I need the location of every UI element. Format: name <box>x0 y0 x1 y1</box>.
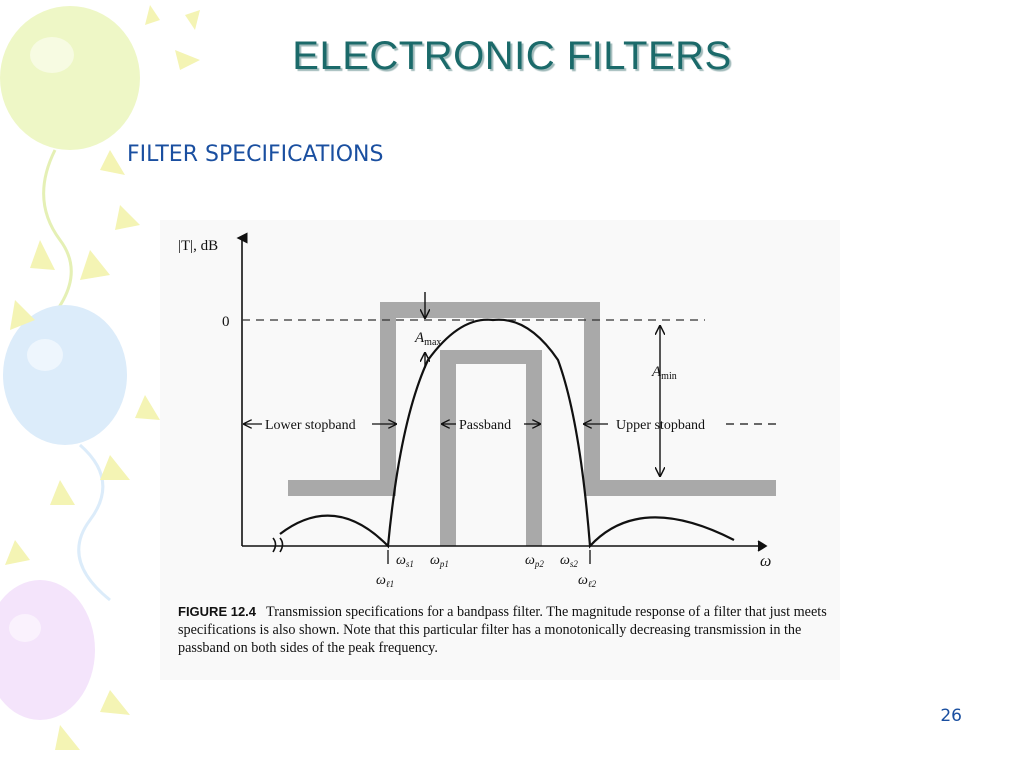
edge-ticks <box>387 550 591 564</box>
figure-caption-text: Transmission specifications for a bandpa… <box>178 604 827 656</box>
figure-label: FIGURE 12.4 <box>178 604 257 619</box>
confetti-icon <box>5 5 200 750</box>
spec-bands <box>288 302 776 546</box>
zero-db-label: 0 <box>222 314 230 330</box>
wp1-label: ωp1 <box>430 553 449 569</box>
lower-stopband-label: Lower stopband <box>265 418 356 433</box>
wl2-label: ωℓ2 <box>578 573 597 589</box>
passband-label: Passband <box>459 418 511 433</box>
passband-top-band <box>440 350 540 364</box>
ws2-label: ωs2 <box>560 553 578 569</box>
passband-left-wall <box>440 350 456 546</box>
axis-break-mark-1 <box>272 537 277 553</box>
page-number: 26 <box>940 706 962 726</box>
purple-balloon-icon <box>0 580 95 720</box>
amax-label: Amax <box>414 330 441 348</box>
x-axis-label: ω <box>760 553 771 570</box>
passband-right-wall <box>526 350 542 546</box>
wl1-label: ωℓ1 <box>376 573 394 589</box>
axis-break-mark-2 <box>279 537 284 553</box>
bandpass-filter-figure: |T|, dB 0 ω Amax Amin Lower stopband Pas… <box>160 220 840 680</box>
filter-spec-diagram: |T|, dB 0 ω Amax Amin Lower stopband Pas… <box>178 232 780 589</box>
filter-response-curve <box>279 318 735 549</box>
y-axis-label: |T|, dB <box>178 238 218 254</box>
wp2-label: ωp2 <box>525 553 544 569</box>
green-balloon-icon <box>0 6 140 332</box>
left-stopband-wall <box>380 302 396 496</box>
slide-title: ELECTRONIC FILTERS <box>292 34 732 78</box>
ws1-label: ωs1 <box>396 553 414 569</box>
upper-stopband-label: Upper stopband <box>616 418 705 433</box>
slide-subtitle: FILTER SPECIFICATIONS <box>127 142 384 167</box>
right-stopband-wall <box>584 302 600 496</box>
x-axis-arrow <box>757 540 768 552</box>
lower-stopband-band <box>288 480 393 496</box>
amin-label: Amin <box>651 364 677 382</box>
blue-balloon-icon <box>3 305 127 602</box>
upper-stopband-band <box>584 480 776 496</box>
axes <box>236 232 768 553</box>
top-spec-band <box>380 302 600 318</box>
